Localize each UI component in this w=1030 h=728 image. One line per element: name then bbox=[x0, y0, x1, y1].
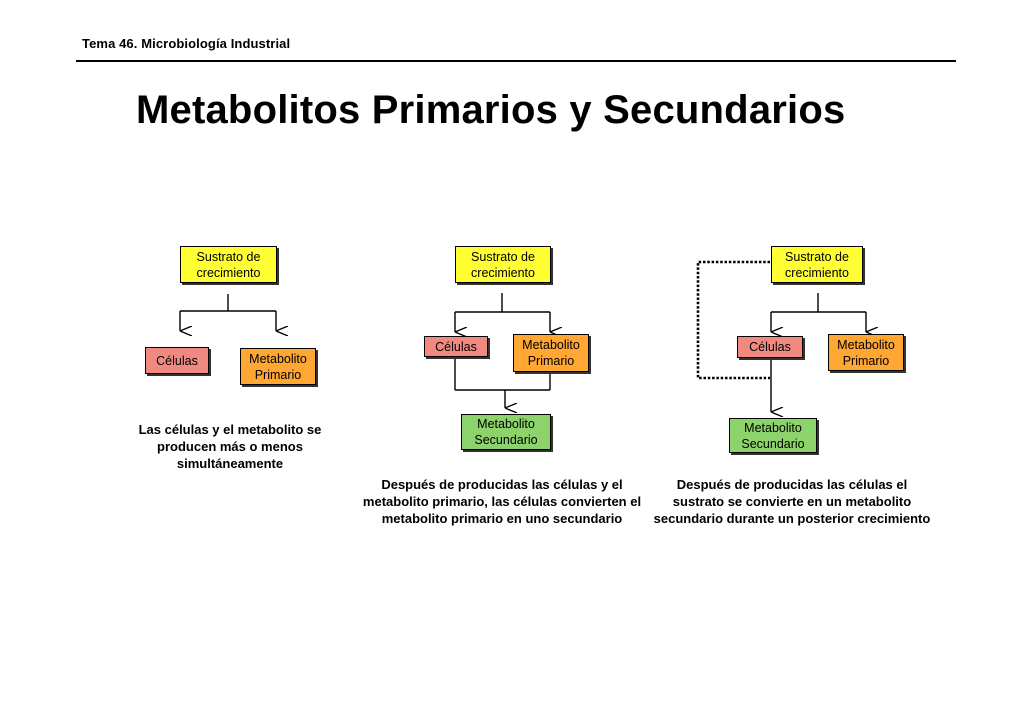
p1-substrate-box: Sustrato de crecimiento bbox=[180, 246, 277, 283]
p2-secondary-box: Metabolito Secundario bbox=[461, 414, 551, 450]
p2-caption: Después de producidas las células y el m… bbox=[362, 477, 642, 526]
p3-primary-box: Metabolito Primario bbox=[828, 334, 904, 371]
p3-caption: Después de producidas las células el sus… bbox=[653, 477, 931, 526]
p2-cells-box: Células bbox=[424, 336, 488, 357]
p2-primary-box: Metabolito Primario bbox=[513, 334, 589, 372]
header-divider bbox=[76, 60, 956, 62]
p3-substrate-box: Sustrato de crecimiento bbox=[771, 246, 863, 283]
p1-cells-box: Células bbox=[145, 347, 209, 374]
course-header: Tema 46. Microbiología Industrial bbox=[82, 36, 291, 51]
p3-dotted-substrate-path bbox=[696, 260, 770, 380]
p1-primary-box: Metabolito Primario bbox=[240, 348, 316, 385]
p2-substrate-box: Sustrato de crecimiento bbox=[455, 246, 551, 283]
page-title: Metabolitos Primarios y Secundarios bbox=[136, 88, 846, 132]
p3-secondary-box: Metabolito Secundario bbox=[729, 418, 817, 453]
p3-cells-box: Células bbox=[737, 336, 803, 358]
p1-caption: Las células y el metabolito se producen … bbox=[138, 422, 322, 471]
